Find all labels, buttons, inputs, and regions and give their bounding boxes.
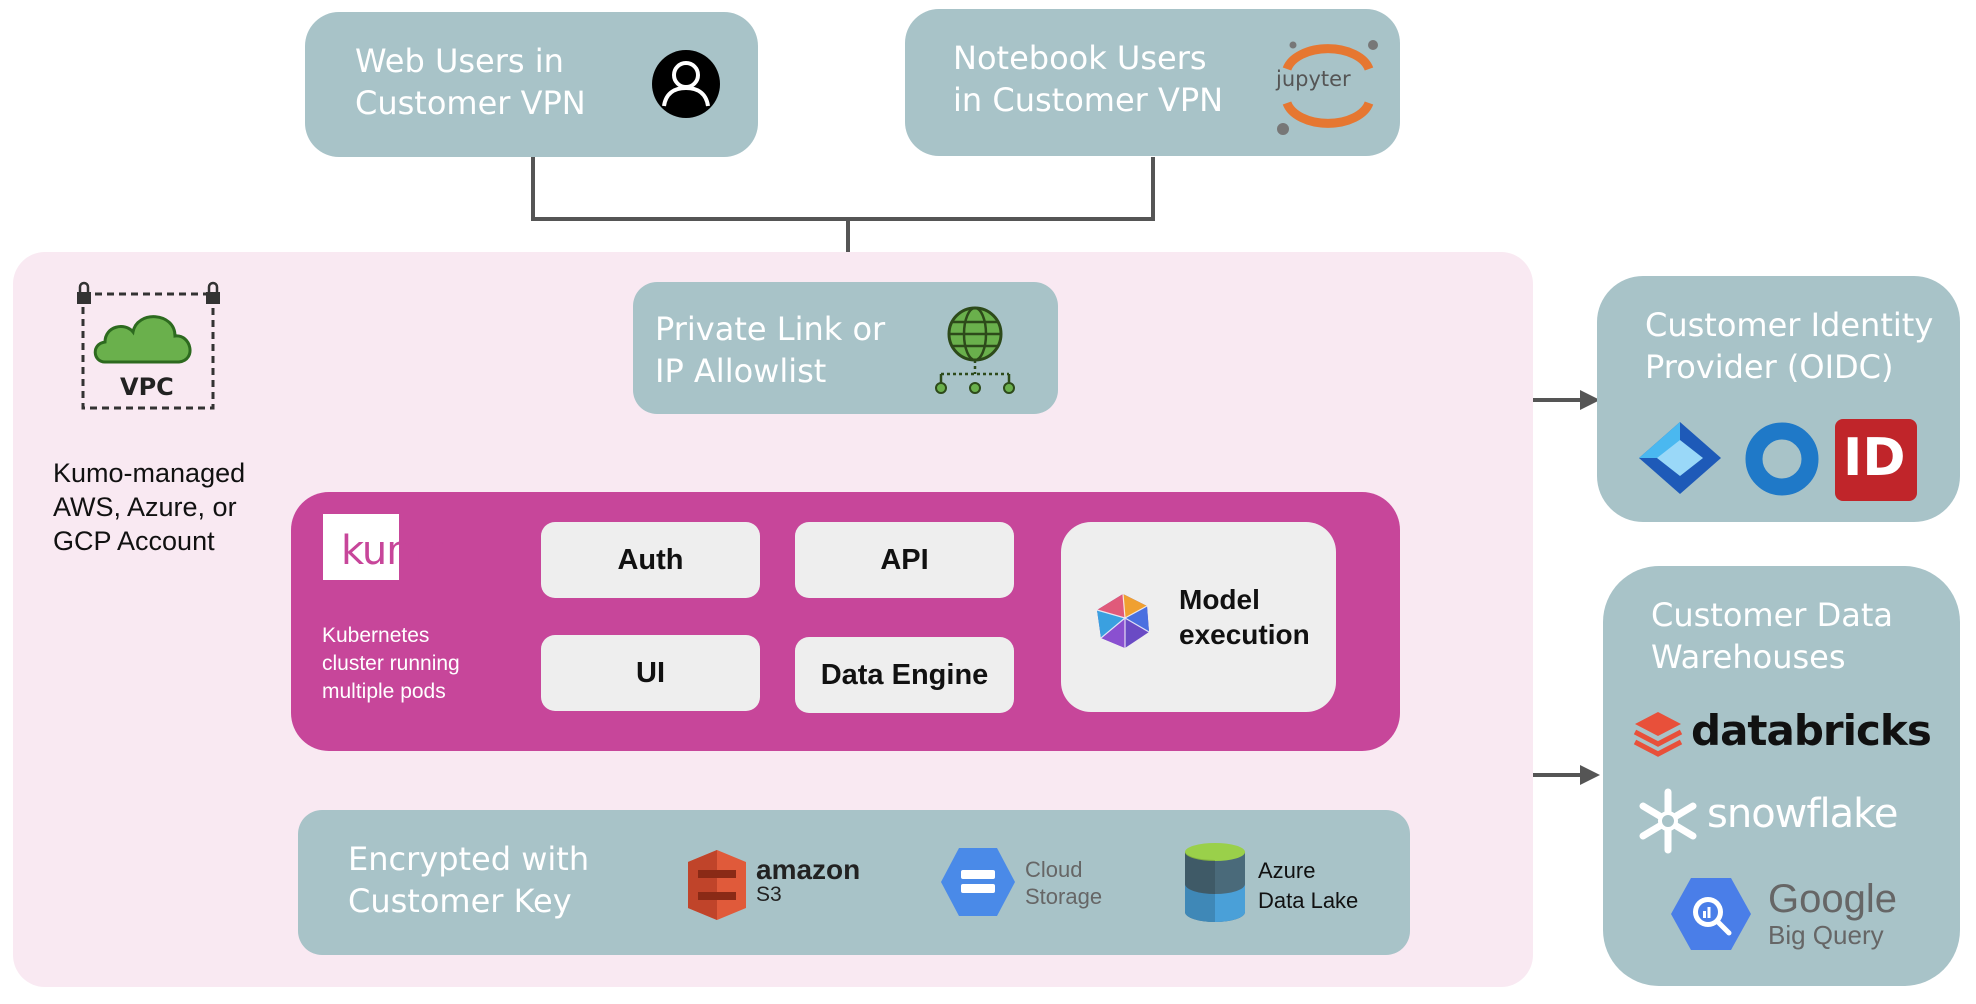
data-engine-pod: Data Engine bbox=[795, 637, 1014, 713]
model-execution-pod: Model execution bbox=[1061, 522, 1336, 712]
google-line2: Big Query bbox=[1768, 920, 1884, 950]
google-line1: Google bbox=[1768, 877, 1897, 921]
cloud-storage-icon bbox=[941, 848, 1015, 916]
globe-network-icon bbox=[935, 306, 1015, 394]
ping-identity-icon bbox=[1835, 419, 1917, 501]
databricks-label: databricks bbox=[1691, 706, 1932, 755]
kumo-desc-line3: multiple pods bbox=[322, 680, 446, 703]
private-link-box: Private Link or IP Allowlist bbox=[633, 282, 1058, 414]
kumo-cluster-box: kumo Kubernetes cluster running multiple… bbox=[291, 492, 1400, 751]
storage-label: Encrypted with Customer Key bbox=[348, 838, 589, 922]
api-pod: API bbox=[795, 522, 1014, 598]
model-line2: execution bbox=[1179, 619, 1310, 650]
databricks-icon bbox=[1633, 712, 1683, 757]
vpc-label: VPC bbox=[120, 373, 174, 401]
bigquery-icon bbox=[1671, 878, 1751, 950]
amazon-s3-label: amazon S3 bbox=[756, 856, 860, 906]
adl-line1: Azure bbox=[1258, 858, 1316, 883]
identity-line2: Provider (OIDC) bbox=[1645, 348, 1894, 386]
storage-line2: Customer Key bbox=[348, 882, 572, 920]
cloud-storage-label: Cloud Storage bbox=[1025, 856, 1102, 910]
gcs-line1: Cloud bbox=[1025, 857, 1083, 882]
notebook-users-line1: Notebook Users bbox=[953, 39, 1207, 77]
private-link-label: Private Link or IP Allowlist bbox=[655, 308, 885, 392]
kumo-desc-line2: cluster running bbox=[322, 652, 460, 675]
azure-data-lake-label: Azure Data Lake bbox=[1258, 856, 1358, 916]
storage-box: Encrypted with Customer Key amazon S3 Cl… bbox=[298, 810, 1410, 955]
bigquery-label: Google Big Query bbox=[1768, 878, 1897, 950]
okta-icon bbox=[1745, 422, 1819, 496]
model-line1: Model bbox=[1179, 584, 1260, 615]
vpc-icon: VPC bbox=[75, 280, 225, 415]
web-users-box: Web Users in Customer VPN bbox=[305, 12, 758, 157]
web-users-label: Web Users in Customer VPN bbox=[355, 40, 586, 124]
auth-pod: Auth bbox=[541, 522, 760, 598]
notebook-users-line2: in Customer VPN bbox=[953, 81, 1224, 119]
azure-data-lake-icon bbox=[1185, 843, 1245, 922]
notebook-users-label: Notebook Users in Customer VPN bbox=[953, 37, 1223, 121]
identity-label: Customer Identity Provider (OIDC) bbox=[1645, 304, 1933, 388]
s3-line1: amazon bbox=[756, 854, 861, 885]
gcs-line2: Storage bbox=[1025, 884, 1103, 909]
account-line2: AWS, Azure, or bbox=[53, 492, 237, 522]
s3-line2: S3 bbox=[756, 883, 782, 906]
user-icon bbox=[652, 50, 720, 118]
account-line1: Kumo-managed bbox=[53, 458, 246, 488]
web-users-line2: Customer VPN bbox=[355, 84, 586, 122]
ui-pod: UI bbox=[541, 635, 760, 711]
data-warehouses-box: Customer Data Warehouses databricks snow… bbox=[1603, 566, 1960, 986]
notebook-users-box: Notebook Users in Customer VPN jupyter bbox=[905, 9, 1400, 156]
kumo-logo bbox=[323, 514, 399, 580]
warehouses-line2: Warehouses bbox=[1651, 638, 1846, 676]
jupyter-logo-icon bbox=[1277, 40, 1378, 135]
azure-ad-icon bbox=[1639, 422, 1721, 494]
account-line3: GCP Account bbox=[53, 526, 215, 556]
identity-line1: Customer Identity bbox=[1645, 306, 1934, 344]
warehouses-line1: Customer Data bbox=[1651, 596, 1894, 634]
snowflake-icon bbox=[1639, 788, 1697, 854]
kumo-desc-line1: Kubernetes bbox=[322, 624, 430, 647]
ping-identity-text: ID bbox=[1843, 428, 1906, 488]
jupyter-logo-text: jupyter bbox=[1276, 67, 1351, 91]
amazon-s3-icon bbox=[688, 850, 746, 920]
model-network-icon bbox=[1096, 593, 1150, 648]
storage-line1: Encrypted with bbox=[348, 840, 590, 878]
adl-line2: Data Lake bbox=[1258, 888, 1359, 913]
private-link-line2: IP Allowlist bbox=[655, 352, 827, 390]
web-users-line1: Web Users in bbox=[355, 42, 564, 80]
account-description: Kumo-managed AWS, Azure, or GCP Account bbox=[53, 456, 245, 558]
warehouses-label: Customer Data Warehouses bbox=[1651, 594, 1893, 678]
model-execution-label: Model execution bbox=[1179, 582, 1310, 652]
snowflake-label: snowflake bbox=[1707, 791, 1898, 837]
identity-provider-box: Customer Identity Provider (OIDC) ID bbox=[1597, 276, 1960, 522]
private-link-line1: Private Link or bbox=[655, 310, 886, 348]
kumo-description: Kubernetes cluster running multiple pods bbox=[322, 622, 460, 706]
kumo-logo-text: kumo bbox=[341, 528, 449, 574]
